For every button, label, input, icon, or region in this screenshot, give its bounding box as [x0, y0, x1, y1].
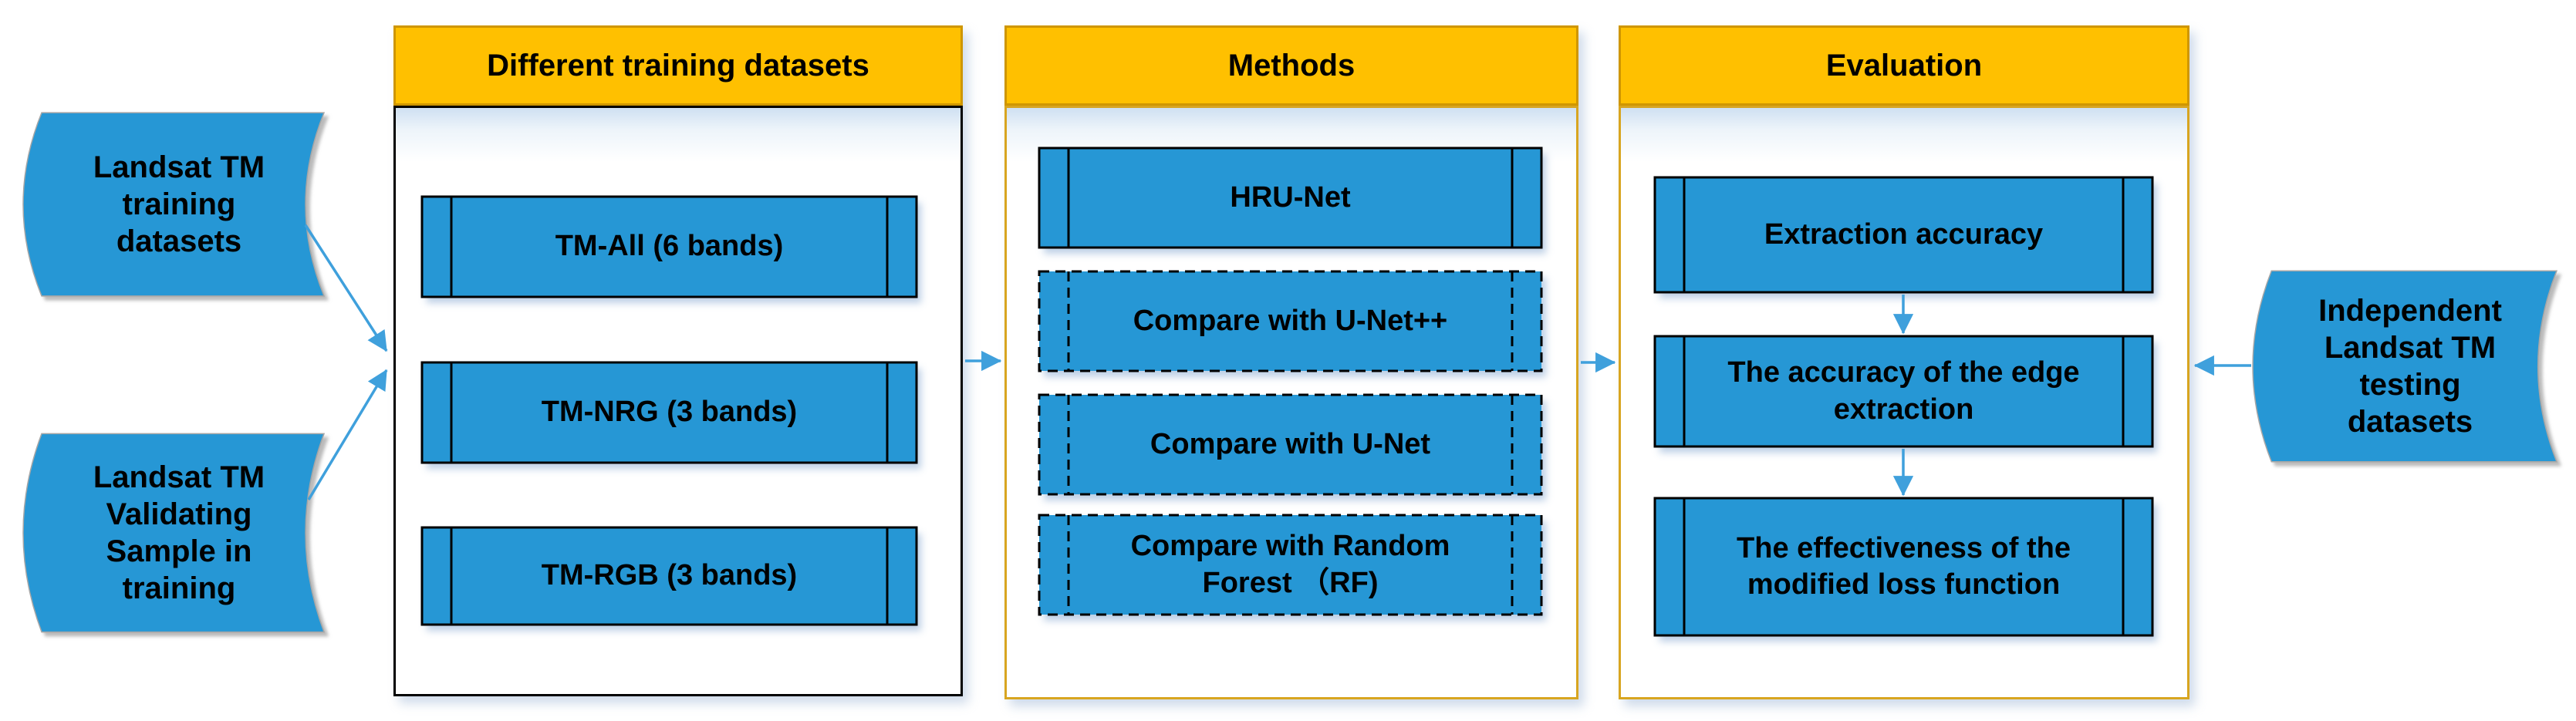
box-compare-random-forest: Compare with Random Forest （RF): [1038, 514, 1543, 616]
box-compare-unet: Compare with U-Net: [1038, 393, 1543, 496]
datastore-validating: Landsat TM Validating Sample in training: [20, 430, 329, 635]
box-label: Compare with U-Net++: [1133, 304, 1448, 337]
datastore-testing: Independent Landsat TM testing datasets: [2250, 268, 2561, 465]
datastore-label: Landsat TM Validating Sample in training: [93, 460, 265, 605]
box-loss-effectiveness: The effectiveness of the modified loss f…: [1653, 497, 2154, 637]
box-label: TM-All (6 bands): [555, 230, 784, 263]
header-methods: Methods: [1004, 25, 1578, 106]
box-tm-all: TM-All (6 bands): [420, 195, 918, 298]
box-label: The accuracy of the edge extraction: [1727, 356, 2080, 426]
box-edge-accuracy: The accuracy of the edge extraction: [1653, 335, 2154, 448]
predefined-process-frame: [1038, 147, 1543, 249]
datastore-training: Landsat TM training datasets: [20, 109, 329, 299]
box-tm-nrg: TM-NRG (3 bands): [420, 361, 918, 464]
header-label: Evaluation: [1825, 48, 1983, 83]
box-tm-rgb: TM-RGB (3 bands): [420, 526, 918, 626]
datastore-label: Independent Landsat TM testing datasets: [2318, 294, 2502, 439]
predefined-process-frame: [1653, 176, 2154, 294]
header-different-training-datasets: Different training datasets: [393, 25, 963, 106]
header-label: Different training datasets: [487, 48, 869, 83]
header-label: Methods: [1227, 48, 1356, 83]
box-extraction-accuracy: Extraction accuracy: [1653, 176, 2154, 294]
box-hru-net: HRU-Net: [1038, 147, 1543, 249]
predefined-process-frame: [1653, 335, 2154, 448]
box-compare-unet-plus-plus: Compare with U-Net++: [1038, 270, 1543, 372]
box-label: The effectiveness of the modified loss f…: [1737, 531, 2071, 601]
predefined-process-frame-dashed: [1038, 393, 1543, 496]
predefined-process-frame-dashed: [1038, 270, 1543, 372]
box-label: Compare with Random Forest （RF): [1130, 530, 1450, 599]
datastore-label: Landsat TM training datasets: [93, 150, 265, 258]
predefined-process-frame-dashed: [1038, 514, 1543, 616]
predefined-process-frame: [420, 361, 918, 464]
box-label: Compare with U-Net: [1150, 427, 1431, 460]
stored-data-shape: [2250, 268, 2561, 465]
box-label: TM-NRG (3 bands): [541, 396, 798, 429]
header-evaluation: Evaluation: [1619, 25, 2189, 106]
box-label: TM-RGB (3 bands): [541, 559, 798, 592]
box-label: HRU-Net: [1230, 180, 1351, 214]
predefined-process-frame: [420, 526, 918, 626]
box-label: Extraction accuracy: [1764, 217, 2044, 251]
predefined-process-frame: [420, 195, 918, 298]
predefined-process-frame: [1653, 497, 2154, 637]
